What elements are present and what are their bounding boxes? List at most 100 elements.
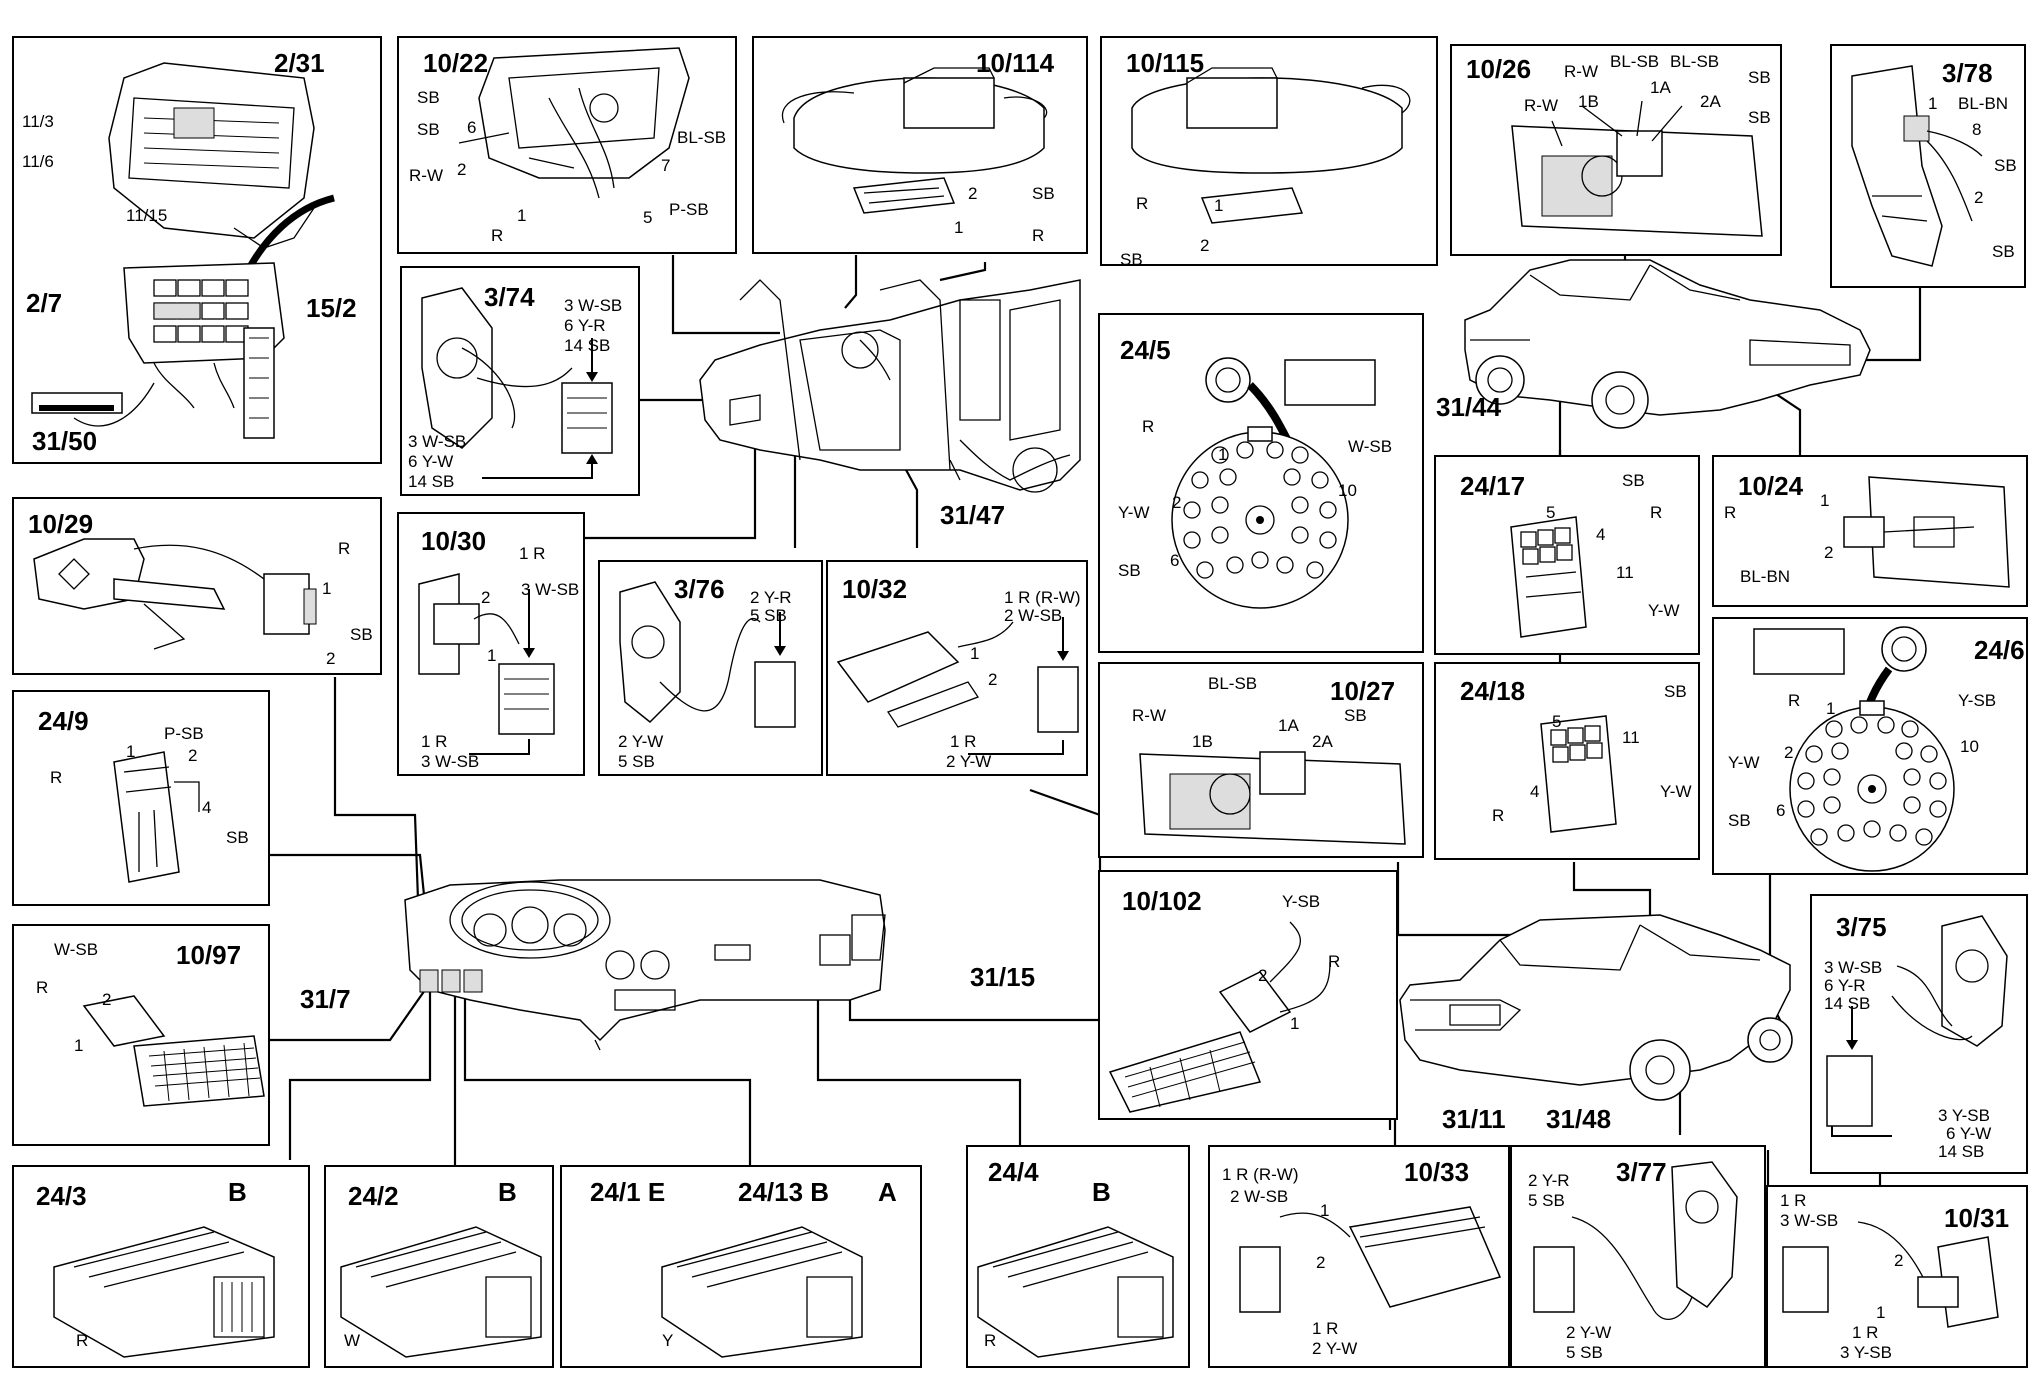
panel-title: 10/24 bbox=[1738, 471, 1804, 501]
label: R bbox=[338, 539, 351, 558]
label: 2 Y-W bbox=[1566, 1323, 1612, 1342]
panel-10-115: 10/115 R 1 SB 2 bbox=[1100, 36, 1438, 269]
label: Y-W bbox=[1728, 753, 1760, 772]
label: 14 SB bbox=[1938, 1142, 1985, 1161]
label: 3 W-SB bbox=[1824, 958, 1883, 977]
label: 2 bbox=[1172, 493, 1182, 512]
label: 1 bbox=[1820, 491, 1830, 510]
panel-title: 24/3 bbox=[36, 1181, 87, 1211]
label: 2 Y-W bbox=[946, 752, 992, 771]
panel-title: 24/9 bbox=[38, 706, 89, 736]
label: 1 R (R-W) bbox=[1004, 588, 1081, 607]
label: 14 SB bbox=[1824, 994, 1871, 1013]
title-2-7: 2/7 bbox=[26, 288, 63, 318]
locator-31-7: 31/7 bbox=[300, 984, 351, 1014]
connector-24-18-illustration bbox=[1540, 715, 1617, 833]
label: SB bbox=[350, 625, 373, 644]
panel-3-78: 3/78 1 BL-BN 8 SB 2 SB bbox=[1830, 44, 2026, 288]
panel-title: 24/6 bbox=[1974, 635, 2025, 665]
panel-title: 2/31 bbox=[274, 48, 325, 78]
connector-24-5-illustration bbox=[1171, 357, 1376, 609]
label: SB bbox=[226, 828, 249, 847]
label: R bbox=[1650, 503, 1663, 522]
label: R-W bbox=[1132, 706, 1166, 725]
label: 1 bbox=[1320, 1201, 1330, 1220]
label: 2 Y-R bbox=[1528, 1171, 1570, 1190]
label: 2 bbox=[1316, 1253, 1326, 1272]
label: W bbox=[344, 1331, 361, 1350]
label: 6 bbox=[467, 118, 477, 137]
connector-24-17-illustration bbox=[1510, 516, 1587, 638]
label: 14 SB bbox=[408, 472, 455, 491]
locator-31-44: 31/44 bbox=[1436, 392, 1502, 422]
locator-31-47: 31/47 bbox=[940, 500, 1006, 530]
label: SB bbox=[1992, 242, 2015, 261]
relay-connector-illustration bbox=[53, 1226, 275, 1358]
door-lock-illustration bbox=[421, 287, 613, 479]
sun-visor-illustration bbox=[781, 67, 1048, 214]
label: R bbox=[36, 978, 49, 997]
label: SB bbox=[1032, 184, 1055, 203]
label: 1 R bbox=[1780, 1191, 1807, 1210]
door-lock-illustration bbox=[619, 581, 796, 728]
label-11-6: 11/6 bbox=[22, 152, 54, 171]
label: R bbox=[1328, 952, 1341, 971]
dashboard-illustration bbox=[404, 879, 886, 1051]
panel-title: 10/97 bbox=[176, 940, 242, 970]
label: 2 bbox=[988, 670, 998, 689]
label: 5 SB bbox=[618, 752, 655, 771]
panel-10-31: 10/31 1 R 3 W-SB 2 1 1 R 3 Y-SB bbox=[1766, 1185, 2028, 1368]
label: 7 bbox=[661, 156, 671, 175]
panel-title: 10/33 bbox=[1404, 1157, 1470, 1187]
title-15-2: 15/2 bbox=[306, 293, 357, 323]
label: 1 bbox=[1826, 699, 1836, 718]
label: 1 bbox=[126, 742, 136, 761]
label: 1 bbox=[74, 1036, 84, 1055]
panel-title: 10/30 bbox=[421, 526, 487, 556]
locator-31-48: 31/48 bbox=[1546, 1104, 1612, 1134]
label: 2 bbox=[326, 649, 336, 668]
lamp-illustration bbox=[1843, 476, 2010, 588]
label: 6 Y-W bbox=[408, 452, 454, 471]
panel-title: 10/31 bbox=[1944, 1203, 2010, 1233]
relay-connector-illustration bbox=[661, 1226, 863, 1358]
label: R-W bbox=[1564, 62, 1598, 81]
reading-lamp-illustration bbox=[1511, 100, 1763, 237]
label: R bbox=[1136, 194, 1149, 213]
label: 1 bbox=[970, 644, 980, 663]
label: 6 Y-R bbox=[1824, 976, 1866, 995]
vehicle-rear-bottom-illustration bbox=[1399, 914, 1793, 1101]
label: 1 bbox=[322, 579, 332, 598]
panel-24-5: 24/5 R 1 W-SB Y-W 2 10 SB 6 bbox=[1098, 313, 1424, 653]
label: 2 bbox=[457, 160, 467, 179]
label: R-W bbox=[1524, 96, 1558, 115]
label: 1 bbox=[487, 646, 497, 665]
label: R bbox=[491, 226, 504, 245]
panel-10-32: 10/32 1 R (R-W) 2 W-SB 1 2 1 R 2 Y-W bbox=[826, 560, 1088, 776]
label: SB bbox=[1118, 561, 1141, 580]
label: 1A bbox=[1650, 78, 1671, 97]
label: 2 W-SB bbox=[1004, 606, 1063, 625]
glovebox-lamp-illustration bbox=[1239, 1206, 1502, 1313]
panel-24-17: 24/17 SB 5 R 4 11 Y-W bbox=[1434, 455, 1700, 655]
connector-24-6-illustration bbox=[1753, 626, 1955, 872]
panel-24-2: 24/2 B W bbox=[324, 1165, 554, 1368]
panel-10-27: 10/27 BL-SB SB R-W 1B 1A 2A bbox=[1098, 662, 1424, 858]
panel-3-74: 3/74 3 W-SB 6 Y-R 14 SB 3 W-SB 6 Y-W 14 … bbox=[400, 266, 640, 496]
relay-connector-illustration bbox=[977, 1226, 1174, 1358]
panel-10-33: 10/33 1 R (R-W) 2 W-SB 1 2 1 R 2 Y-W bbox=[1208, 1145, 1510, 1368]
panel-10-97: 10/97 W-SB R 2 1 bbox=[12, 924, 270, 1146]
panel-title: 24/2 bbox=[348, 1181, 399, 1211]
panel-title: 3/75 bbox=[1836, 912, 1887, 942]
label: BL-SB bbox=[1610, 52, 1660, 71]
label: SB bbox=[417, 120, 440, 139]
label: 6 bbox=[1776, 801, 1786, 820]
label: SB bbox=[1728, 811, 1751, 830]
label: 1 bbox=[1928, 94, 1938, 113]
vehicle-interior-illustration bbox=[699, 279, 1081, 493]
door-lock-illustration bbox=[1826, 915, 2008, 1137]
panel-title: 10/114 bbox=[976, 48, 1055, 78]
label: SB bbox=[1748, 108, 1771, 127]
relay-connector-illustration bbox=[340, 1226, 542, 1358]
label: Y bbox=[662, 1331, 674, 1350]
